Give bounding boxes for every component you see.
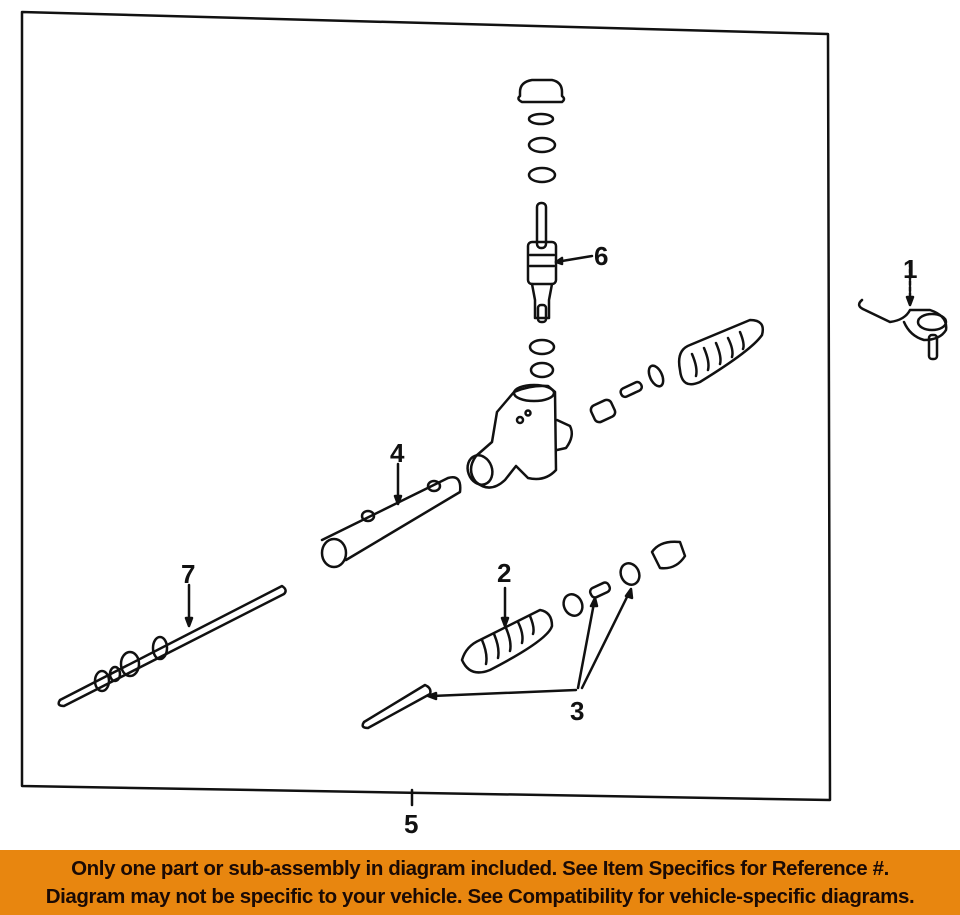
rack-shaft	[57, 584, 287, 708]
callout-7: 7	[181, 559, 195, 589]
right-boot-group	[589, 318, 764, 424]
callout-3: 3	[570, 696, 584, 726]
valve-housing	[469, 383, 574, 489]
banner-line-2: Diagram may not be specific to your vehi…	[45, 884, 915, 908]
callout-5: 5	[404, 809, 418, 839]
rack-housing-tube	[320, 476, 462, 569]
callout-6: 6	[594, 241, 608, 271]
callout-4: 4	[390, 438, 405, 468]
callout-1: 1	[903, 254, 917, 284]
disclaimer-banner: Only one part or sub-assembly in diagram…	[0, 850, 960, 915]
banner-line-1: Only one part or sub-assembly in diagram…	[71, 856, 889, 880]
inner-tie-rod	[361, 683, 432, 730]
parts-diagram: 1 2 3 4 5 6 7	[20, 10, 948, 839]
callout-2: 2	[497, 558, 511, 588]
outer-tie-rod-end	[857, 298, 948, 361]
pinion-seal-stack	[517, 78, 566, 379]
assembly-frame	[20, 10, 832, 802]
bellows-boot	[460, 540, 687, 674]
